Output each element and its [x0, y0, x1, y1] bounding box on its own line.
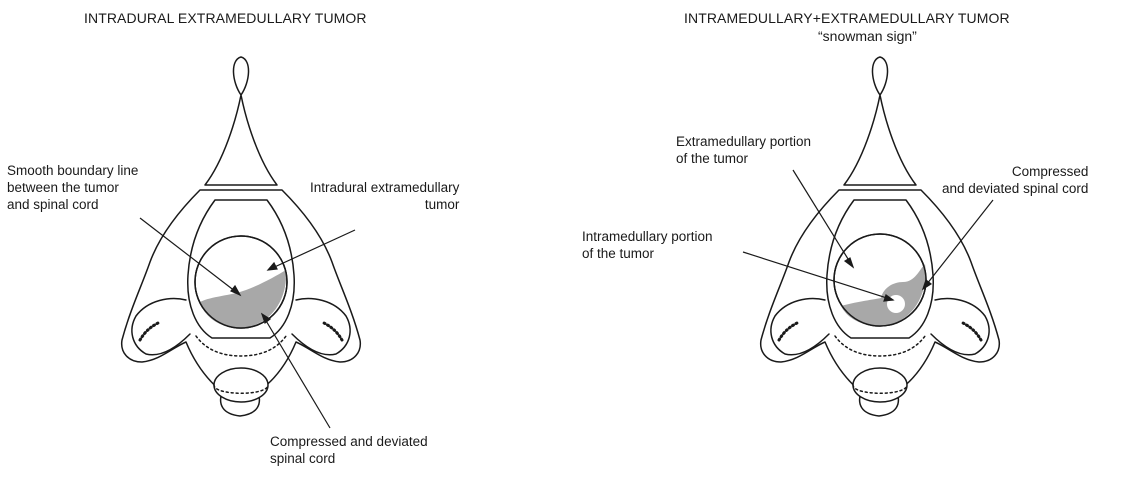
label-boundary: Smooth boundary line between the tumor a… — [7, 162, 138, 213]
spinous-process — [844, 57, 916, 185]
left-vertebra — [122, 57, 361, 416]
vertebral-body — [214, 368, 268, 402]
spinous-process — [205, 57, 277, 185]
label-intradural-tumor: Intradural extramedullary tumor — [310, 179, 459, 213]
label-extramedullary: Extramedullary portion of the tumor — [676, 133, 811, 167]
label-right-compressed-cord: Compressed and deviated spinal cord — [942, 163, 1088, 197]
left-vertebra-illustration — [0, 0, 563, 477]
label-intramedullary: Intramedullary portion of the tumor — [582, 228, 713, 262]
right-vertebra — [761, 57, 1000, 416]
left-panel: INTRADURAL EXTRAMEDULLARY TUMOR — [0, 0, 563, 477]
right-panel: INTRAMEDULLARY+EXTRAMEDULLARY TUMOR “sno… — [563, 0, 1126, 477]
vertebral-body — [853, 368, 907, 402]
label-compressed-cord: Compressed and deviated spinal cord — [270, 433, 428, 467]
